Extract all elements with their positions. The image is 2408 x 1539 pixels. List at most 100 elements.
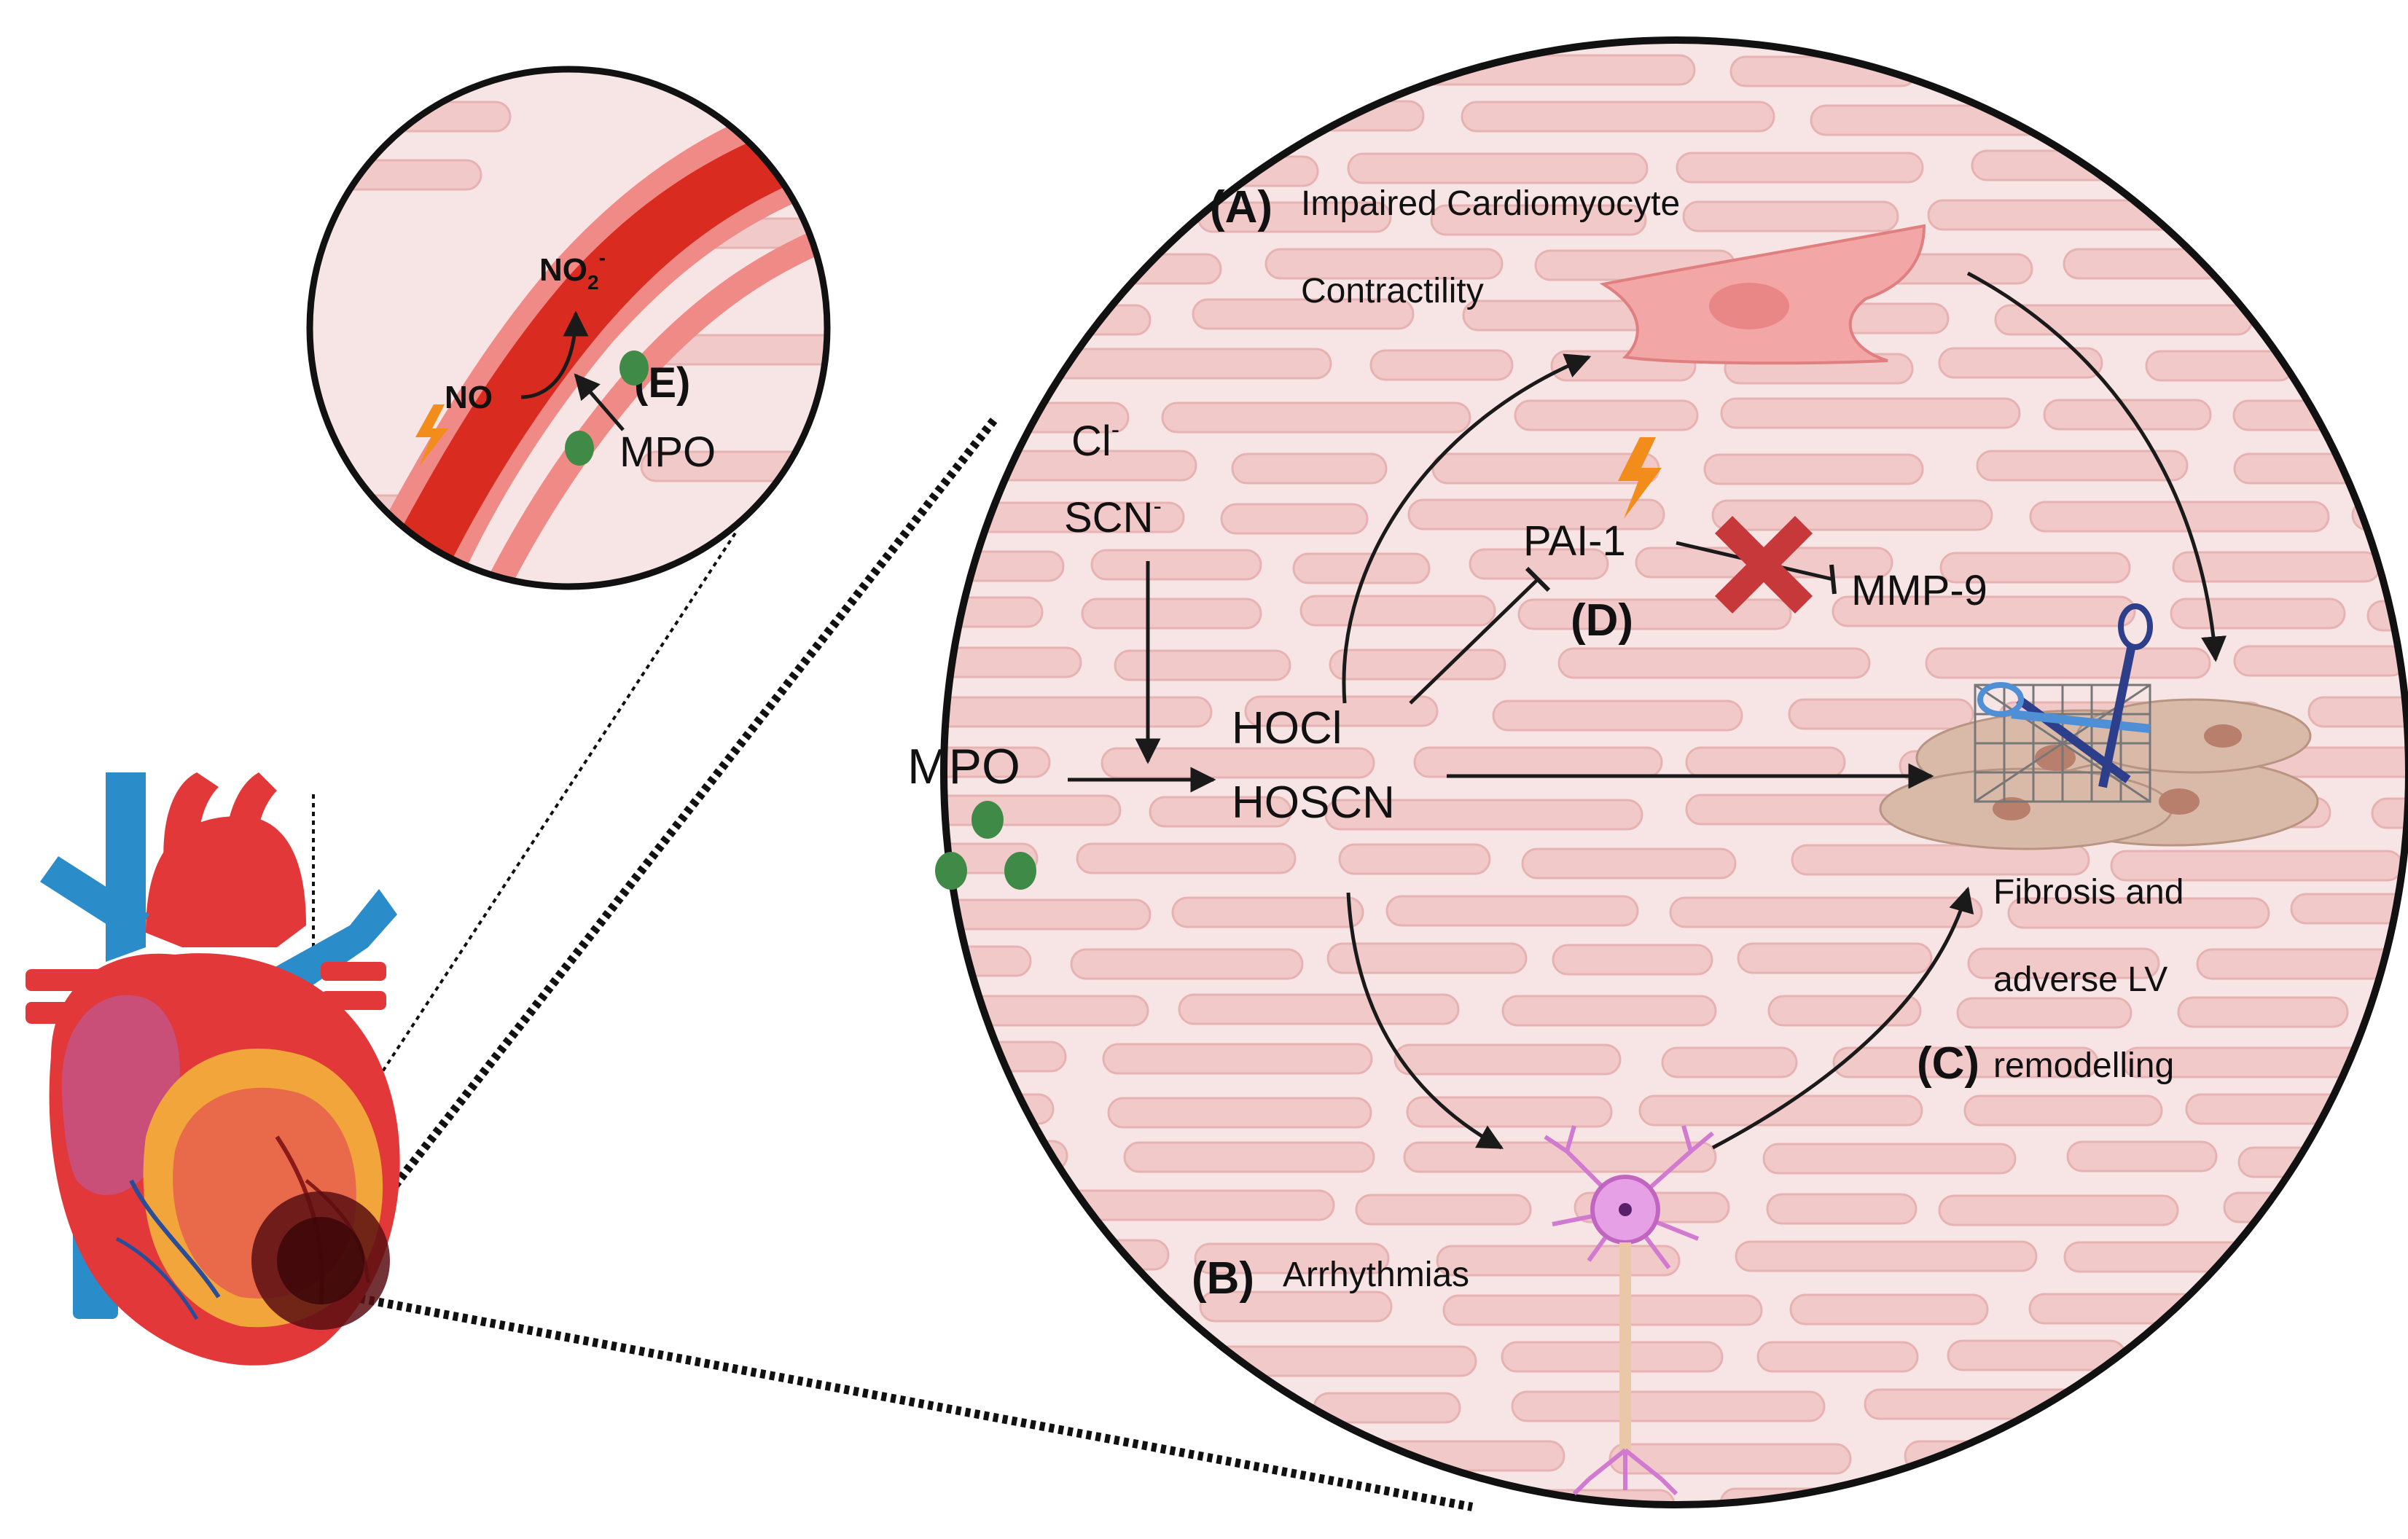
muscle-fiber: [1735, 1240, 2038, 1272]
muscle-fiber: [1737, 942, 1933, 974]
inhibit-hocl-to-pai1: [1409, 578, 1539, 705]
muscle-fiber: [1194, 1242, 1390, 1274]
muscle-fiber: [1956, 997, 2133, 1029]
mpo-to-no-arrow: [574, 373, 625, 431]
cardiomyocyte-icon: [1599, 224, 1926, 365]
mmp9-label: MMP-9: [1851, 567, 1987, 614]
inset-vessel-circle: NO2- NO (E) MPO: [306, 66, 831, 590]
muscle-fiber: [2077, 106, 2243, 138]
scissors-icon: [1977, 603, 2153, 788]
muscle-fiber: [1264, 248, 1504, 280]
label-b: (B): [1192, 1253, 1254, 1304]
muscle-fiber: [1762, 1143, 2017, 1175]
muscle-fiber: [1149, 796, 1292, 828]
muscle-fiber: [2372, 997, 2408, 1029]
muscle-fiber: [1076, 842, 1297, 874]
mpo-molecule: [1004, 852, 1036, 890]
inset-mpo-label: MPO: [619, 428, 716, 476]
lightning-bolt-icon: [415, 404, 448, 466]
zoom-line-lower: [312, 1285, 1474, 1511]
hocl-label: HOCl: [1232, 703, 1342, 753]
muscle-fiber: [1864, 1388, 2117, 1420]
muscle-fiber: [1199, 1291, 1393, 1323]
muscle-fiber: [944, 898, 1152, 931]
muscle-fiber: [1090, 549, 1262, 581]
muscle-fiber: [1355, 1194, 1532, 1226]
muscle-fiber: [1676, 152, 1924, 184]
muscle-fiber: [2256, 149, 2408, 181]
muscle-fiber: [1299, 595, 1496, 627]
muscle-fiber: [1101, 747, 1375, 779]
label-c: (C): [1917, 1038, 1979, 1089]
muscle-fiber: [1501, 1341, 1724, 1373]
muscle-fiber: [1947, 1339, 2127, 1371]
muscle-fiber: [1107, 1097, 1372, 1129]
inset-mpo-molecule: [565, 431, 594, 466]
muscle-fiber: [1682, 200, 1899, 232]
muscle-fiber: [1661, 1046, 1798, 1078]
fibrosis-line2: adverse LV: [1993, 960, 2167, 999]
muscle-fiber: [2307, 696, 2408, 728]
muscle-fiber: [1050, 1443, 1221, 1475]
muscle-fiber: [2318, 350, 2408, 382]
inset-mpo-molecule: [619, 351, 649, 385]
muscle-fiber: [1832, 595, 2136, 627]
muscle-fiber: [2170, 598, 2346, 630]
muscle-fiber: [944, 1140, 1068, 1172]
muscle-fiber: [1324, 799, 1643, 831]
muscle-fiber: [1938, 347, 2103, 379]
muscle-fiber: [2066, 1140, 2218, 1172]
muscle-fiber: [1051, 1489, 1372, 1505]
muscle-fiber: [2231, 205, 2408, 237]
muscle-fiber: [944, 1491, 997, 1505]
muscle-fiber: [1961, 53, 2109, 85]
muscle-fiber: [2279, 103, 2408, 135]
label-d: (D): [1571, 595, 1633, 646]
mpo-label: MPO: [907, 739, 1020, 794]
pai1-label: PAI-1: [1523, 517, 1626, 565]
muscle-fiber: [1413, 746, 1663, 778]
muscle-fiber: [2063, 248, 2378, 280]
fibrosis-line1: Fibrosis and: [1993, 873, 2184, 912]
remodelling-label: remodelling: [1993, 1046, 2174, 1085]
muscle-fiber: [2237, 1146, 2408, 1178]
muscle-fiber: [2223, 1191, 2408, 1223]
muscle-fiber: [1407, 498, 1665, 530]
muscle-fiber: [1492, 700, 1743, 732]
muscle-fiber: [1155, 53, 1373, 85]
muscle-fiber: [1711, 499, 1993, 531]
muscle-fiber: [2043, 399, 2212, 431]
muscle-fiber: [2233, 453, 2408, 485]
muscle-fiber: [944, 1342, 1174, 1374]
muscle-fiber: [2371, 797, 2408, 829]
muscle-fiber: [2353, 1339, 2408, 1371]
muscle-fiber: [2145, 350, 2295, 382]
muscle-fiber: [1791, 844, 2090, 876]
muscle-fiber: [944, 794, 1122, 826]
muscle-fiber: [1511, 1390, 1826, 1422]
muscle-fiber: [2177, 996, 2349, 1028]
muscle-fiber: [1994, 304, 2253, 336]
muscle-fiber: [944, 995, 1149, 1027]
muscle-fiber: [2185, 1093, 2404, 1125]
muscle-fiber: [1029, 1390, 1275, 1422]
muscle-fiber: [1403, 1141, 1717, 1173]
muscle-fiber: [1338, 843, 1491, 875]
muscle-fiber: [1521, 847, 1737, 880]
muscle-fiber: [1552, 944, 1713, 976]
muscle-fiber: [1938, 1194, 2179, 1226]
muscle-fiber: [1430, 204, 1647, 236]
muscle-fiber: [1220, 503, 1369, 535]
muscle-fiber: [944, 100, 1054, 132]
muscle-fiber: [944, 550, 1065, 582]
muscle-fiber: [1703, 453, 1924, 485]
arrow-hocl-to-arrhythmias: [1346, 892, 1504, 1150]
muscle-fiber: [2151, 1340, 2317, 1372]
muscle-fiber: [944, 152, 1138, 184]
fibroblast-cluster-icon: [1879, 603, 2319, 850]
heart-icon: [26, 772, 400, 1366]
inset-line-right: [319, 530, 738, 1167]
arrow-hocl-to-cardiomyocyte: [1342, 353, 1592, 704]
impaired-contractility-line1: Impaired Cardiomyocyte: [1301, 184, 1680, 223]
muscle-fiber: [1244, 695, 1439, 727]
